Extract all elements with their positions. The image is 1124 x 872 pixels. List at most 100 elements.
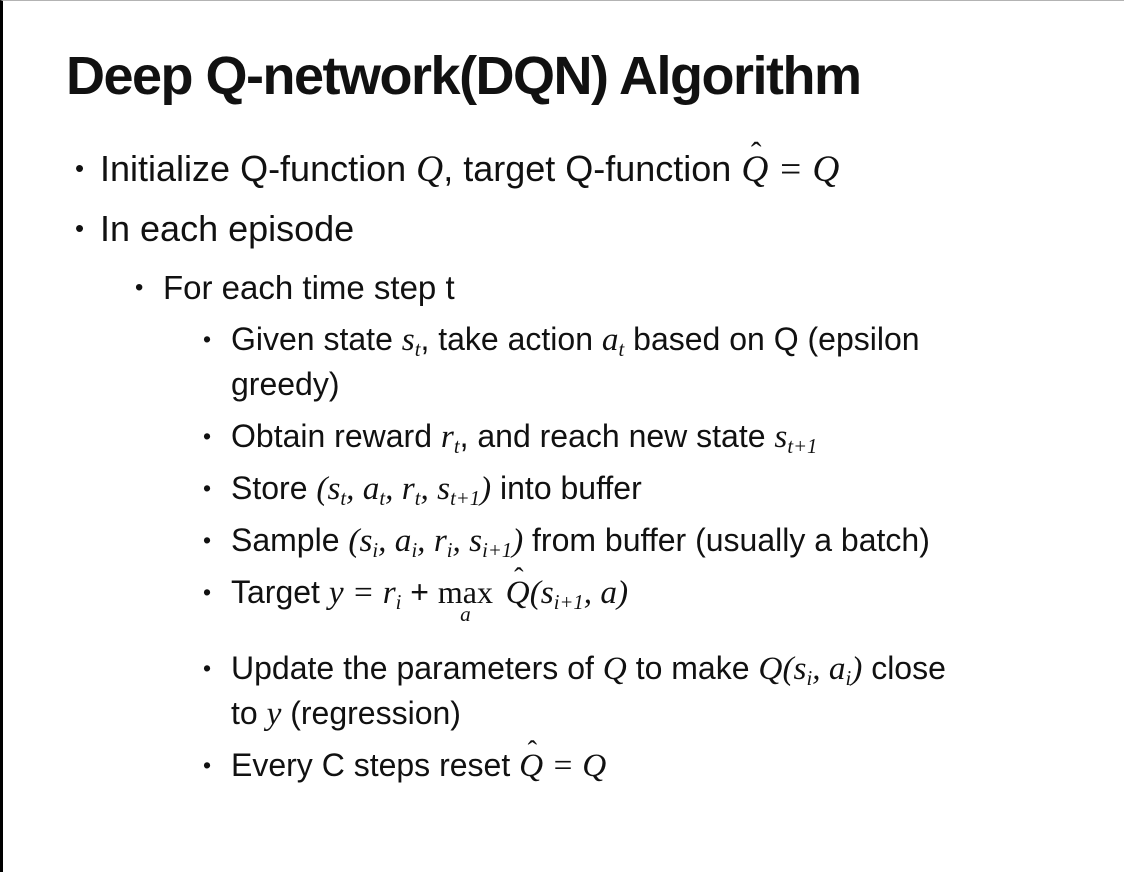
math-variable: rt <box>401 470 421 511</box>
plain-text: (regression) <box>281 695 461 732</box>
math-variable: Q <box>416 149 444 191</box>
math-variable: ) <box>851 650 863 688</box>
math-subscript: i <box>411 540 418 563</box>
bullet-marker: • <box>203 475 212 502</box>
bullet-text: Obtain reward rt, and reach new state st… <box>231 414 1094 459</box>
math-variable: Q <box>758 650 783 688</box>
math-variable: , <box>378 522 395 560</box>
math-variable: y <box>328 574 344 612</box>
bullet-marker: • <box>135 274 144 302</box>
math-variable: , <box>812 650 829 688</box>
math-subscript: i+1 <box>482 540 513 563</box>
plain-text: into buffer <box>491 470 642 507</box>
bullet-text: For each time step t <box>163 265 1094 310</box>
math-variable: ri <box>433 522 453 563</box>
math-variable: ) <box>616 574 629 612</box>
math-variable: Q <box>812 149 840 191</box>
hat-accent: ˆ <box>527 735 537 767</box>
math-subscript: i <box>372 540 379 563</box>
plain-text: Initialize Q-function <box>100 148 417 190</box>
math-subscript: t <box>340 488 347 511</box>
math-variable: si+1 <box>540 574 584 615</box>
bullet-text: In each episode <box>100 206 1094 252</box>
bullet-item: • In each episode <box>3 206 1094 252</box>
operator-under-variable: a <box>460 601 471 626</box>
plain-text: , take action <box>420 321 602 358</box>
math-subscript: t <box>453 436 460 459</box>
math-subscript: i <box>806 668 813 691</box>
bullet-text: Given state st, take action at based on … <box>231 317 1094 407</box>
bullet-item: • Store (st, at, rt, st+1) into buffer <box>3 466 1094 511</box>
plain-text <box>497 574 506 610</box>
math-variable: Q <box>602 650 627 688</box>
operator-name: max <box>437 574 493 611</box>
math-variable: ( <box>348 522 360 560</box>
math-variable: ( <box>529 574 541 612</box>
plain-text: based on Q (epsilon <box>624 321 920 358</box>
math-variable: ri <box>382 574 402 615</box>
plain-text: Store <box>231 470 317 507</box>
bullet-marker: • <box>203 579 212 606</box>
plain-text: , and reach new state <box>459 418 775 455</box>
math-subscript: t+1 <box>787 436 818 459</box>
plain-text: from buffer (usually a batch) <box>523 522 930 559</box>
math-variable: a <box>600 574 617 612</box>
math-variable: y <box>266 695 282 733</box>
math-variable: , <box>452 522 470 560</box>
math-variable: , <box>420 470 438 508</box>
bullet-item: •Given state st, take action at based on… <box>3 317 1094 407</box>
math-subscript: t <box>618 339 625 362</box>
bullet-marker: • <box>203 527 212 554</box>
math-variable: ( <box>782 650 794 688</box>
math-variable: st+1 <box>437 470 481 511</box>
hat-accent: ˆ <box>750 135 762 171</box>
bullet-item: •Initialize Q-function Q, target Q-funct… <box>3 136 1094 193</box>
bullet-marker: • <box>75 155 85 184</box>
math-variable: = <box>543 747 583 785</box>
bullet-text: Update the parameters of Q to make Q(si,… <box>231 646 1094 736</box>
bullet-marker: • <box>203 752 212 779</box>
bullet-text: Store (st, at, rt, st+1) into buffer <box>231 466 1094 511</box>
plain-text: For each time step t <box>163 269 455 307</box>
bullet-text: Sample (si, ai, ri, si+1) from buffer (u… <box>231 518 1094 563</box>
math-variable: si <box>359 522 379 563</box>
math-variable: , <box>583 574 601 612</box>
bullet-marker: • <box>203 423 212 450</box>
plain-text: Every C steps reset <box>231 747 520 784</box>
math-subscript: i <box>845 668 852 691</box>
math-variable: Q <box>582 747 607 785</box>
math-variable: , <box>417 522 434 560</box>
math-variable: st <box>327 470 347 511</box>
bullet-item: •Update the parameters of Q to make Q(si… <box>3 646 1094 736</box>
bullet-marker: • <box>203 326 212 353</box>
math-subscript: i <box>446 540 453 563</box>
math-variable: at <box>601 321 625 362</box>
plain-text: to <box>231 695 267 732</box>
bullet-marker: • <box>75 215 85 244</box>
math-variable: ai <box>394 522 418 563</box>
plain-text: + <box>401 574 438 611</box>
plain-text: , target Q-function <box>443 148 742 190</box>
bullet-marker: • <box>203 655 212 682</box>
plain-text: to make <box>626 650 759 687</box>
math-subscript: i+1 <box>553 592 584 615</box>
math-variable: , <box>385 470 402 508</box>
math-variable: = <box>768 149 813 191</box>
math-variable: st+1 <box>774 418 818 459</box>
math-variable: ai <box>828 650 852 691</box>
plain-text: Update the parameters of <box>231 650 603 687</box>
hat-accent: ˆ <box>514 562 524 594</box>
slide-title: Deep Q-network(DQN) Algorithm <box>66 46 862 106</box>
math-variable: , <box>346 470 363 508</box>
math-variable: si <box>793 650 813 691</box>
math-variable: ) <box>512 522 524 560</box>
math-subscript: t <box>414 488 421 511</box>
math-variable: at <box>362 470 386 511</box>
